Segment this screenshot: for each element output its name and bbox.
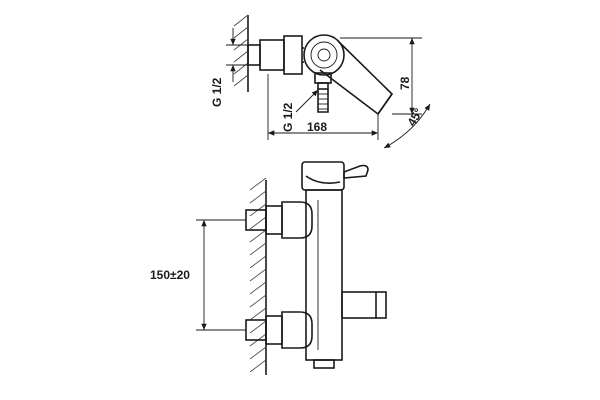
lower-inlet-front	[245, 311, 313, 349]
label-spacing: 150±20	[150, 268, 190, 282]
shower-outlet-top	[314, 72, 332, 113]
bath-spout-front	[341, 291, 387, 319]
lever-handle-front	[301, 161, 369, 191]
dim-angle: 45°	[383, 103, 431, 149]
inlet-fitting-top	[247, 35, 303, 75]
front-view: 150±20	[150, 161, 387, 375]
wall-hatch-top	[233, 14, 249, 92]
label-outlet-thread: G 1/2	[281, 102, 295, 132]
dim-outlet-thread: G 1/2	[281, 89, 319, 132]
label-inlet-thread: G 1/2	[210, 77, 224, 107]
label-width: 168	[307, 120, 327, 134]
dim-spacing: 150±20	[150, 219, 246, 331]
label-height: 78	[398, 76, 412, 90]
dim-inlet-thread: G 1/2	[210, 28, 248, 107]
dim-width: 168	[267, 74, 379, 140]
label-angle: 45°	[404, 106, 425, 129]
upper-inlet-front	[245, 201, 313, 239]
dim-height: 78	[340, 37, 422, 115]
top-view: G 1/2 G 1/2 168 78 45°	[210, 14, 431, 149]
wall-hatch-front	[249, 177, 267, 375]
mixer-body-top	[302, 34, 345, 76]
